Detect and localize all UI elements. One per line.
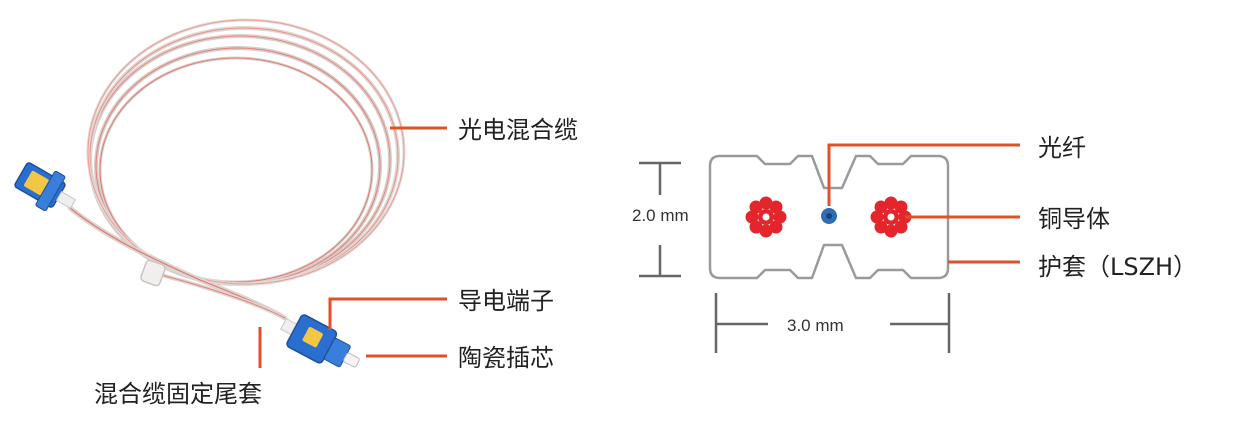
label-copper-conductor: 铜导体: [1038, 205, 1110, 233]
sc-connector-icon: [14, 162, 77, 212]
sc-connector-icon: [280, 314, 360, 368]
cable-cross-section: [708, 154, 950, 280]
stranded-copper-icon: [745, 196, 787, 238]
width-dimension: [714, 293, 951, 353]
label-hybrid-cable: 光电混合缆: [458, 116, 578, 144]
cable-illustration: [14, 18, 406, 368]
label-ceramic-ferrule: 陶瓷插芯: [458, 344, 554, 372]
stranded-copper-icon: [870, 196, 912, 238]
height-dimension-label: 2.0 mm: [632, 206, 689, 225]
cable-coil: [86, 18, 406, 286]
label-jacket: 护套（LSZH）: [1038, 253, 1197, 281]
right-leader-lines: [827, 143, 1020, 264]
cable-tie: [140, 259, 166, 287]
label-conductive-terminal: 导电端子: [458, 287, 554, 315]
leader-fiber: [827, 143, 1020, 206]
label-fiber: 光纤: [1038, 134, 1086, 162]
label-cable-boot: 混合缆固定尾套: [94, 380, 262, 408]
left-leader-lines: [258, 126, 447, 368]
cable-tails: [67, 205, 288, 321]
leader-conductive-terminal: [328, 297, 447, 330]
height-dimension: [639, 161, 681, 278]
fiber-core-icon: [821, 208, 837, 224]
width-dimension-label: 3.0 mm: [787, 316, 844, 335]
